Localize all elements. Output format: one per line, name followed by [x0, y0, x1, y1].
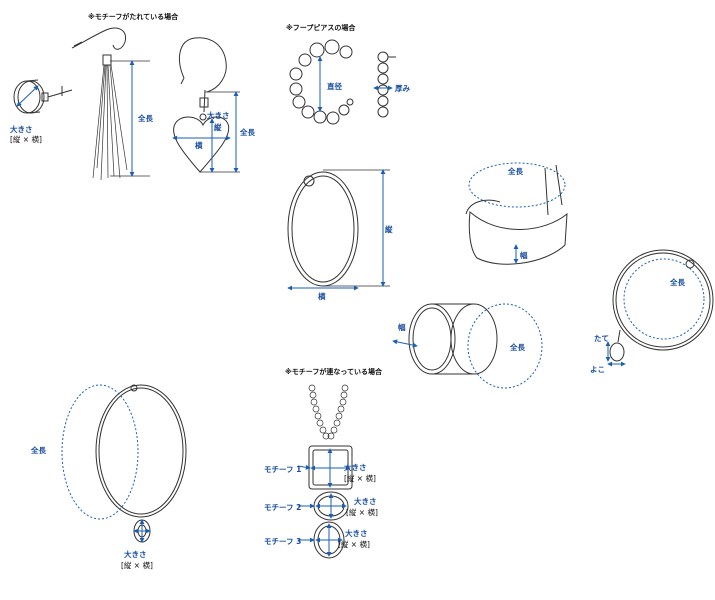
label-vertical-oval: 縦: [385, 224, 393, 234]
heart-earring: [172, 37, 240, 173]
bangle-with-charm: [605, 249, 714, 367]
label-width-ring: 幅: [398, 322, 406, 332]
note-hoop-pierce: ※フープピアスの場合: [286, 23, 356, 32]
label-size-motif-1: 大きさ: [344, 462, 367, 472]
ring-band: [392, 303, 543, 389]
label-size-dims-motif-2: [縦 × 横]: [346, 507, 378, 517]
label-yoko: よこ: [590, 365, 605, 374]
ear-cuff-band: [465, 162, 568, 265]
multi-motif-necklace: [297, 384, 353, 559]
label-total-length-heart: 全長: [239, 127, 255, 137]
label-total-length-cuff: 全長: [507, 166, 523, 176]
label-horizontal-heart: 横: [195, 140, 203, 150]
label-total-length-tassel: 全長: [137, 113, 153, 123]
label-diameter: 直径: [327, 81, 342, 91]
label-motif-1: モチーフ 1: [264, 465, 301, 474]
note-multi-motif: ※モチーフが連なっている場合: [285, 367, 383, 376]
hoop-pierce-beaded: [289, 39, 396, 125]
label-size-large-hoop: 大きさ: [124, 549, 147, 559]
note-dangling: ※モチーフがたれている場合: [88, 12, 179, 21]
stud-earring: [13, 79, 73, 114]
label-horizontal-oval: 横: [318, 291, 326, 301]
label-size-heart: 大きさ: [207, 110, 230, 120]
label-size-dims-large-hoop: [縦 × 横]: [121, 560, 153, 570]
tassel-earring: [71, 27, 150, 181]
label-motif-2: モチーフ 2: [264, 503, 301, 512]
label-thickness: 厚み: [395, 84, 410, 93]
label-size-motif-3: 大きさ: [345, 528, 368, 538]
label-total-length-ring: 全長: [509, 342, 525, 352]
label-size-dims-motif-3: [縦 × 横]: [338, 539, 370, 549]
large-hoop-with-charm: [61, 384, 187, 543]
label-size-dims-stud: [縦 × 横]: [10, 134, 42, 144]
label-total-length-bangle: 全長: [669, 277, 685, 287]
oval-hoop: [287, 169, 390, 291]
label-size-dims-motif-1: [縦 × 横]: [344, 473, 376, 483]
label-width-cuff: 幅: [520, 250, 528, 260]
label-total-length-large-hoop: 全長: [30, 445, 46, 455]
label-tate: たて: [594, 333, 609, 343]
label-motif-3: モチーフ 3: [264, 537, 301, 546]
label-size-motif-2: 大きさ: [354, 496, 377, 506]
label-vertical-heart: 縦: [214, 122, 222, 132]
label-size-stud: 大きさ: [10, 124, 33, 134]
